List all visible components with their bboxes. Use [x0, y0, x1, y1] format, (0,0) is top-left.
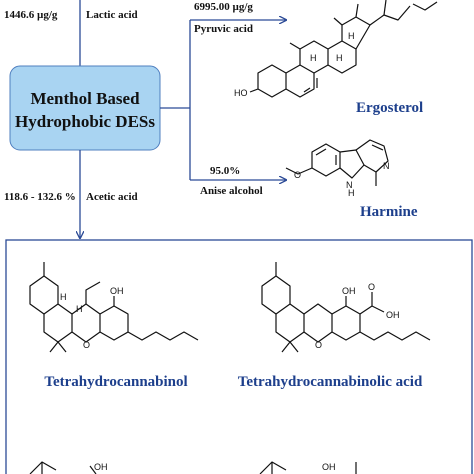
anise-name: Anise alcohol [200, 185, 263, 197]
center-box-line2: Hydrophobic DESs [15, 112, 155, 131]
svg-text:OH: OH [94, 462, 108, 472]
ergosterol-label: Ergosterol [356, 100, 423, 116]
ergosterol-structure: HO H H H [234, 0, 438, 98]
pyruvic-name: Pyruvic acid [194, 23, 253, 35]
anise-value: 95.0% [210, 165, 240, 177]
partial-structure-right: OH [259, 461, 357, 474]
svg-text:H: H [348, 188, 355, 198]
svg-text:HO: HO [234, 88, 248, 98]
svg-text:OH: OH [342, 286, 356, 296]
partial-structure-left: OH [29, 461, 108, 474]
svg-text:H: H [76, 304, 83, 314]
svg-text:N: N [383, 161, 390, 171]
harmine-label: Harmine [360, 204, 418, 220]
thc-structure: OH O H H [29, 262, 199, 353]
center-box-line1: Menthol Based [30, 89, 140, 108]
svg-text:H: H [336, 53, 343, 63]
svg-text:O: O [83, 340, 90, 350]
svg-text:O: O [294, 170, 301, 180]
acetic-value: 118.6 - 132.6 % [4, 191, 76, 203]
lactic-value: 1446.6 µg/g [4, 9, 58, 21]
svg-text:OH: OH [110, 286, 124, 296]
svg-text:OH: OH [322, 462, 336, 472]
svg-text:OH: OH [386, 310, 400, 320]
lactic-name: Lactic acid [86, 9, 138, 21]
thca-label: Tetrahydrocannabinolic acid [238, 374, 423, 390]
svg-text:O: O [368, 282, 375, 292]
svg-text:H: H [60, 292, 67, 302]
svg-text:N: N [346, 180, 353, 190]
svg-text:H: H [348, 31, 355, 41]
svg-text:H: H [310, 53, 317, 63]
cannabinoid-panel [5, 239, 473, 474]
center-box [9, 65, 161, 151]
pyruvic-value: 6995.00 µg/g [194, 1, 253, 13]
thca-structure: OH O OH O [261, 262, 431, 353]
thc-label: Tetrahydrocannabinol [44, 374, 187, 390]
harmine-structure: O N N H [285, 139, 390, 198]
svg-text:O: O [315, 340, 322, 350]
acetic-name: Acetic acid [86, 191, 138, 203]
